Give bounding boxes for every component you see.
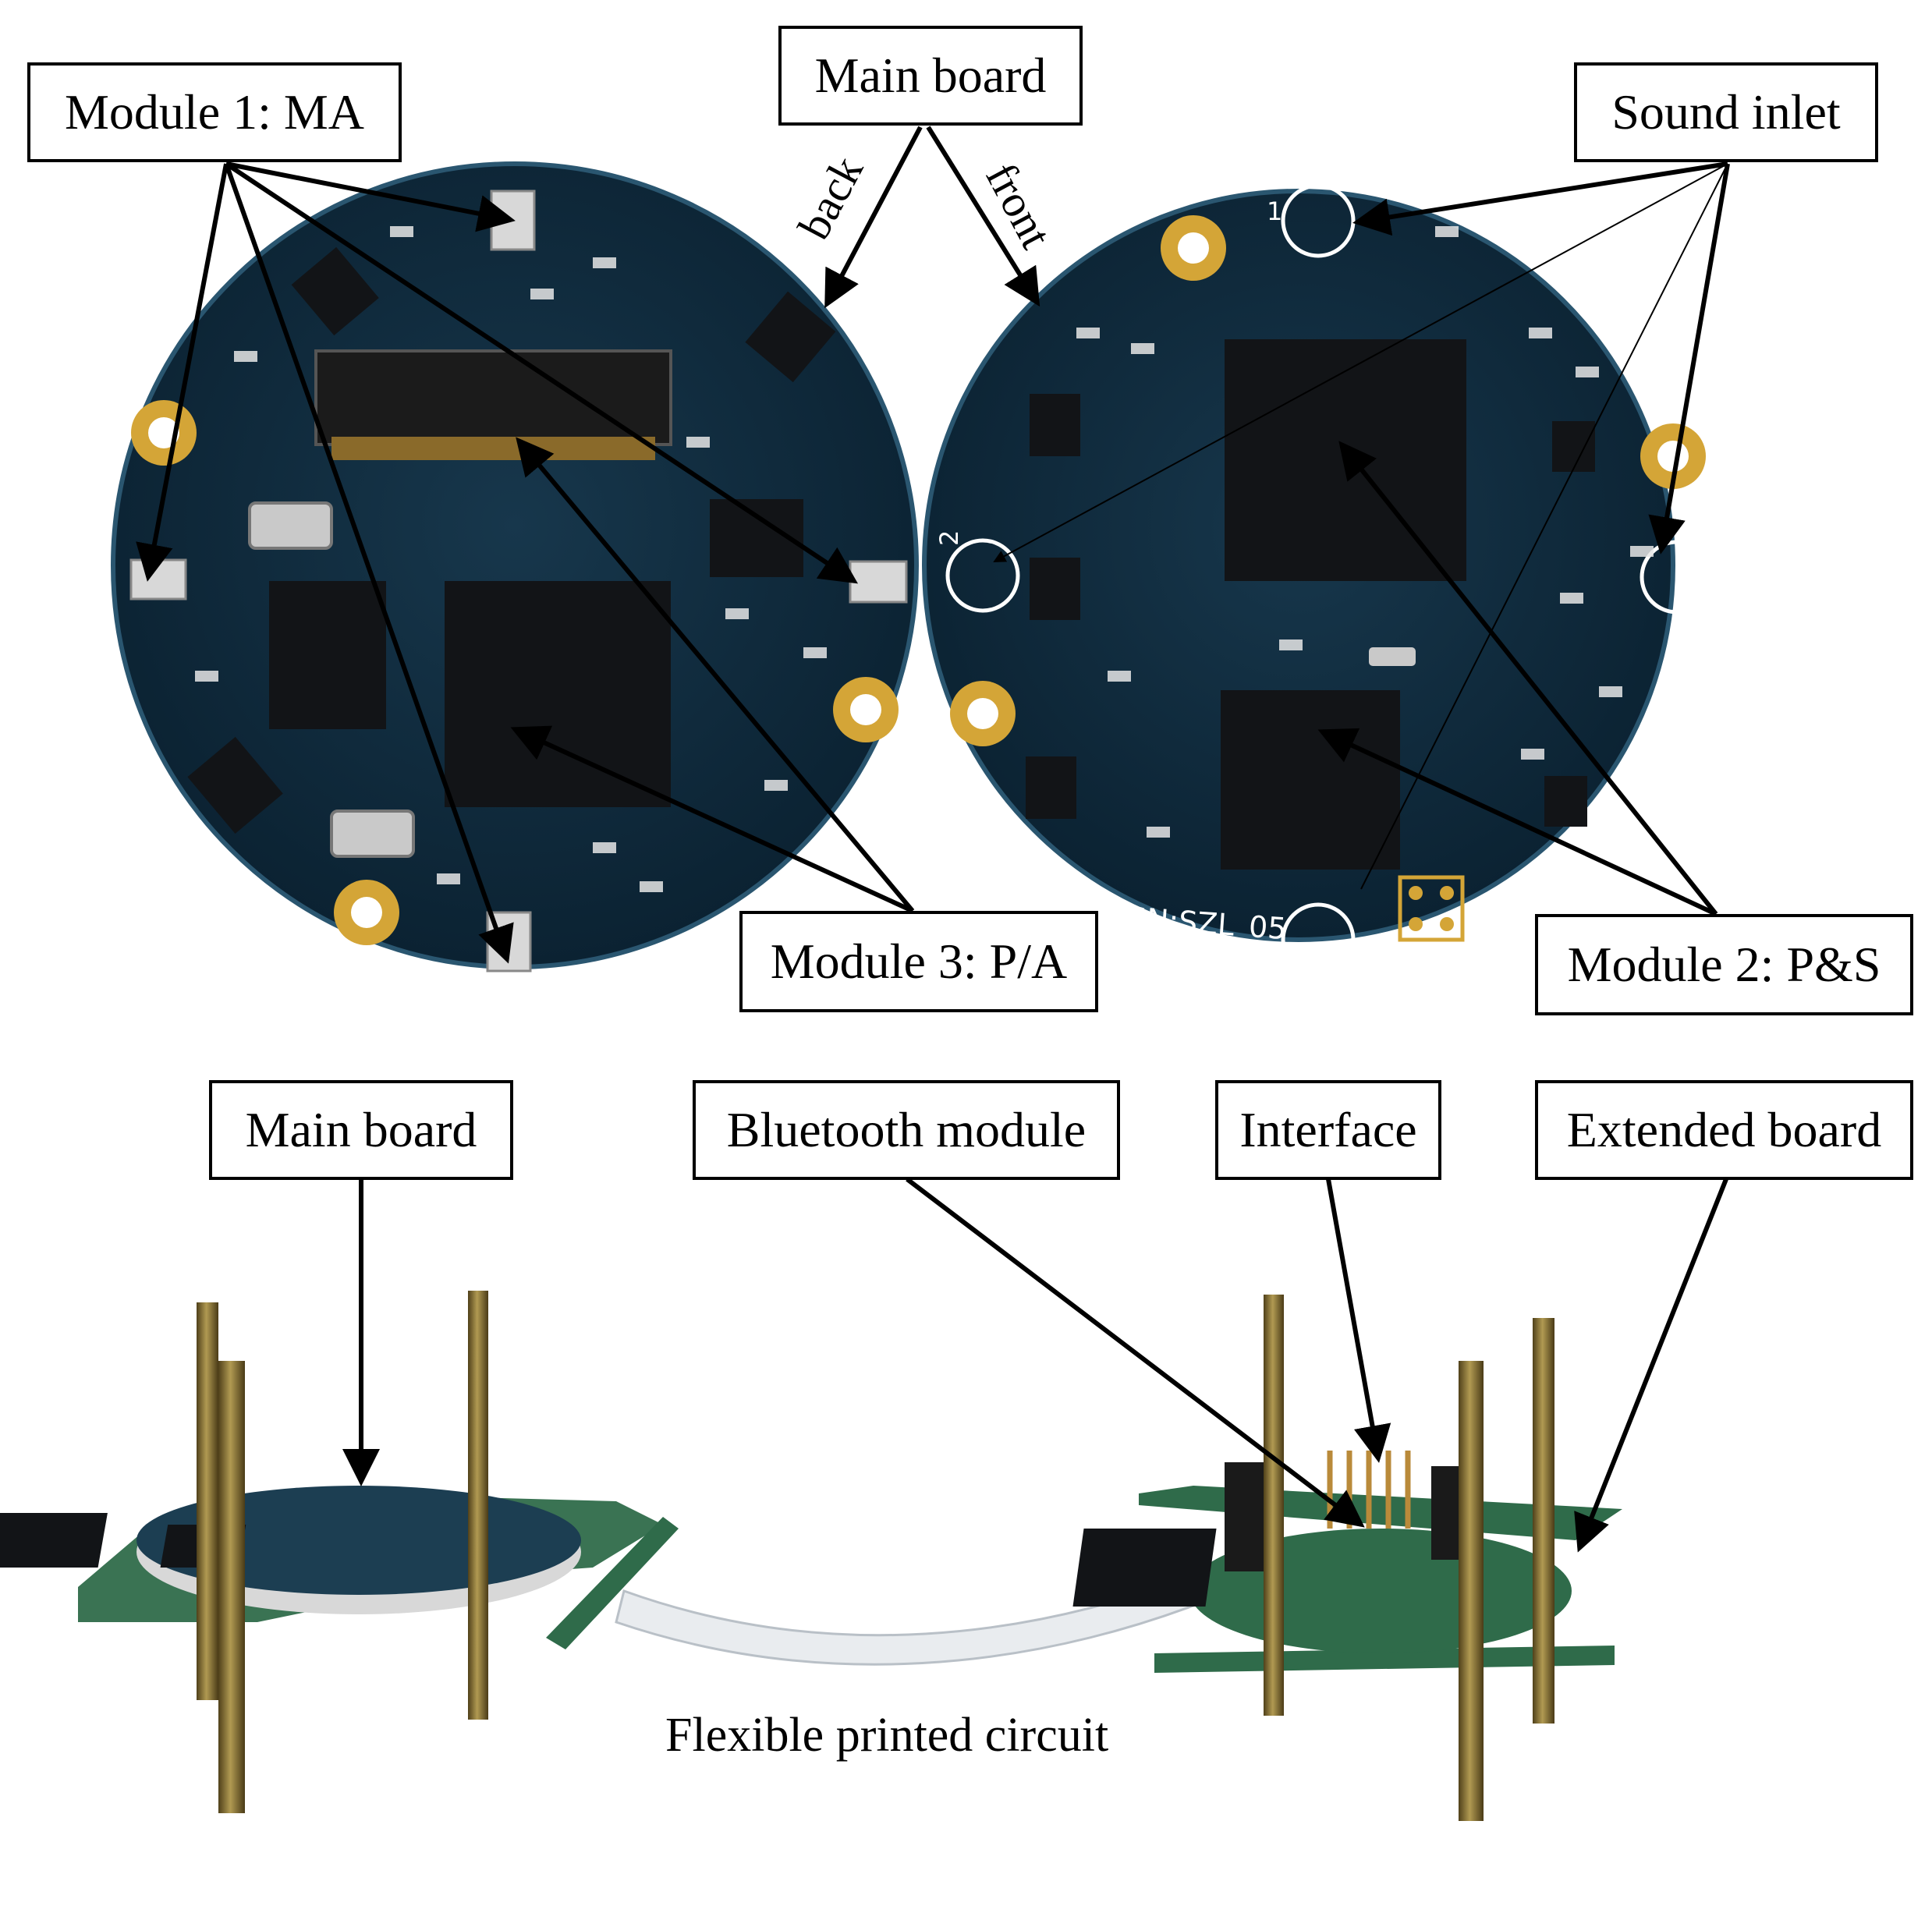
standoff [1264,1295,1284,1716]
label-flexible-printed-circuit: Flexible printed circuit [665,1709,1109,1762]
chip [187,736,283,834]
chip [1030,394,1080,456]
chip [1544,776,1587,827]
standoff [1459,1361,1484,1821]
label-main-board-top: Main board [778,26,1083,126]
label-interface: Interface [1215,1080,1441,1180]
mic-mark-1: 1 [1267,197,1282,226]
microphone [849,560,908,604]
chip [1030,558,1080,620]
label-module-2: Module 2: P&S [1535,914,1913,1015]
chip [0,1513,108,1568]
microphone [490,190,536,251]
chip [269,581,386,729]
standoff [1533,1318,1554,1724]
main-board-back-photo [111,161,919,972]
fpc-connector [314,349,672,446]
chip [745,291,836,383]
label-module-1: Module 1: MA [27,62,402,162]
label-main-board-bottom: Main board [209,1080,513,1180]
standoff [468,1291,488,1720]
chip [291,246,379,336]
chip [1552,421,1595,472]
label-bluetooth-module: Bluetooth module [693,1080,1120,1180]
mic-mark-2: 2 [934,530,964,546]
label-extended-board: Extended board [1535,1080,1913,1180]
annotation-arrows [136,126,1730,1553]
chip [1221,690,1400,870]
standoff [218,1361,245,1813]
label-module-3: Module 3: P/A [739,911,1098,1012]
microphone [129,558,187,600]
chip [445,581,671,807]
sound-inlet-ring [1281,902,1356,977]
chip [1225,339,1466,581]
chip [1026,756,1076,819]
standoff [197,1302,218,1700]
mic-mark-4: 4 [1698,624,1728,639]
sound-inlet-ring [945,538,1020,613]
main-board-front-photo: SN:SZL_05 1 2 3 4 [922,183,1728,977]
header-j2 [1398,875,1465,942]
bluetooth-chip [1072,1529,1217,1607]
mic-mark-3: 3 [1260,937,1276,967]
label-sound-inlet: Sound inlet [1574,62,1878,162]
